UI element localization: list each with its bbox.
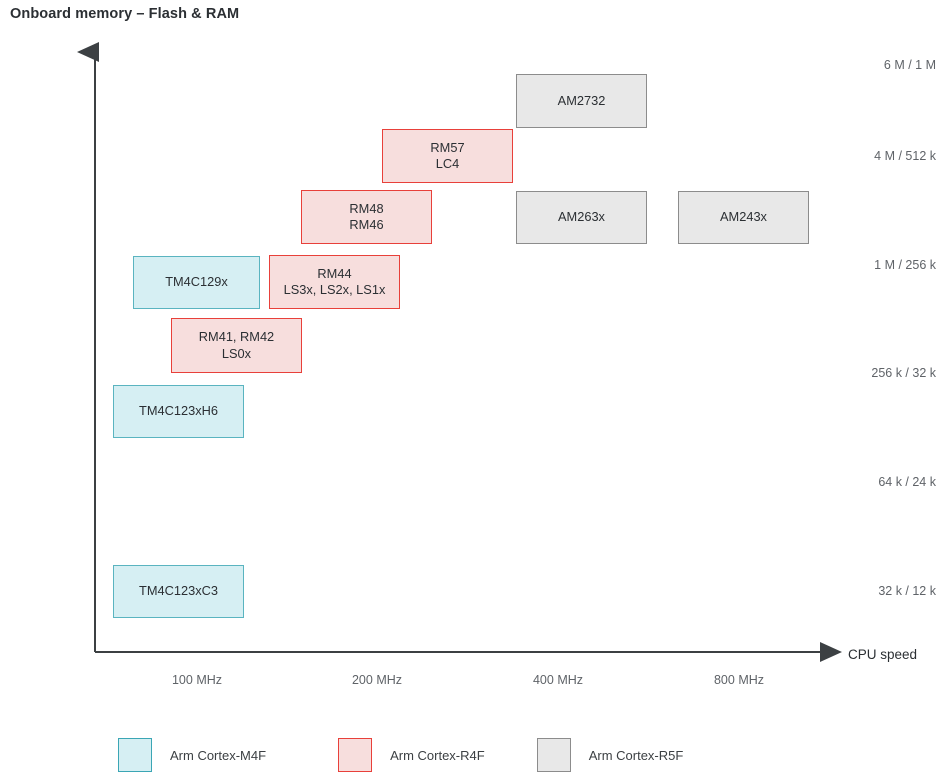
legend-label-m4f: Arm Cortex-M4F [170, 747, 267, 763]
chart-box-am263x: AM263x [516, 191, 647, 244]
x-tick-1: 200 MHz [351, 673, 403, 687]
chart-box-label: TM4C123xH6 [139, 403, 218, 419]
legend-item-m4f: Arm Cortex-M4F [118, 738, 266, 772]
chart-box-tm4c129x: TM4C129x [133, 256, 260, 309]
legend-item-r5f: Arm Cortex-R5F [536, 738, 684, 772]
legend-swatch-icon-r4f [338, 738, 373, 772]
chart-box-label: RM46 [349, 217, 384, 232]
chart-title: Onboard memory – Flash & RAM [10, 6, 240, 22]
x-axis-label: CPU speed [848, 647, 918, 662]
chart-box-label: RM44 [317, 265, 352, 281]
y-tick-2: 1 M / 256 k [874, 258, 936, 272]
chart-box-tm4c123xh6: TM4C123xH6 [113, 385, 244, 438]
chart-box-label: TM4C123xC3 [139, 583, 218, 599]
y-tick-3: 256 k / 32 k [871, 366, 936, 380]
x-tick-2: 400 MHz [532, 673, 584, 687]
legend-label-r4f: Arm Cortex-R4F [390, 747, 485, 763]
y-tick-0: 6 M / 1 M [883, 58, 936, 72]
legend-swatch-icon-m4f [118, 738, 152, 772]
chart-box-label: LC4 [435, 156, 460, 171]
chart-box-label: AM2732 [557, 92, 606, 108]
chart-box-label: TM4C129x [165, 274, 228, 290]
chart-box-label: RM41, RM42 [198, 329, 275, 344]
legend-label-r5f: Arm Cortex-R5F [588, 747, 684, 763]
chart-box-am243x: AM243x [678, 191, 809, 244]
x-tick-0: 100 MHz [171, 673, 223, 687]
legend-item-r4f: Arm Cortex-R4F [338, 738, 485, 772]
y-tick-4: 64 k / 24 k [878, 475, 936, 489]
chart-box-label: AM243x [720, 209, 767, 225]
chart-box-label: RM57 [430, 139, 465, 155]
chart-box-am2732: AM2732 [516, 74, 647, 128]
chart-box-label: LS0x [221, 345, 252, 361]
y-tick-1: 4 M / 512 k [874, 149, 936, 163]
chart-box-label: LS3x, LS2x, LS1x [283, 282, 386, 297]
chart-box-label: RM48 [349, 200, 384, 216]
chart-box-tm4c123xc3: TM4C123xC3 [113, 565, 244, 618]
chart-box-label: AM263x [558, 209, 605, 225]
x-tick-3: 800 MHz [713, 673, 765, 687]
chart-legend: Arm Cortex-M4F Arm Cortex-R4F Arm Cortex… [118, 738, 683, 772]
y-tick-5: 32 k / 12 k [878, 584, 936, 598]
legend-swatch-icon-r5f [536, 738, 571, 772]
